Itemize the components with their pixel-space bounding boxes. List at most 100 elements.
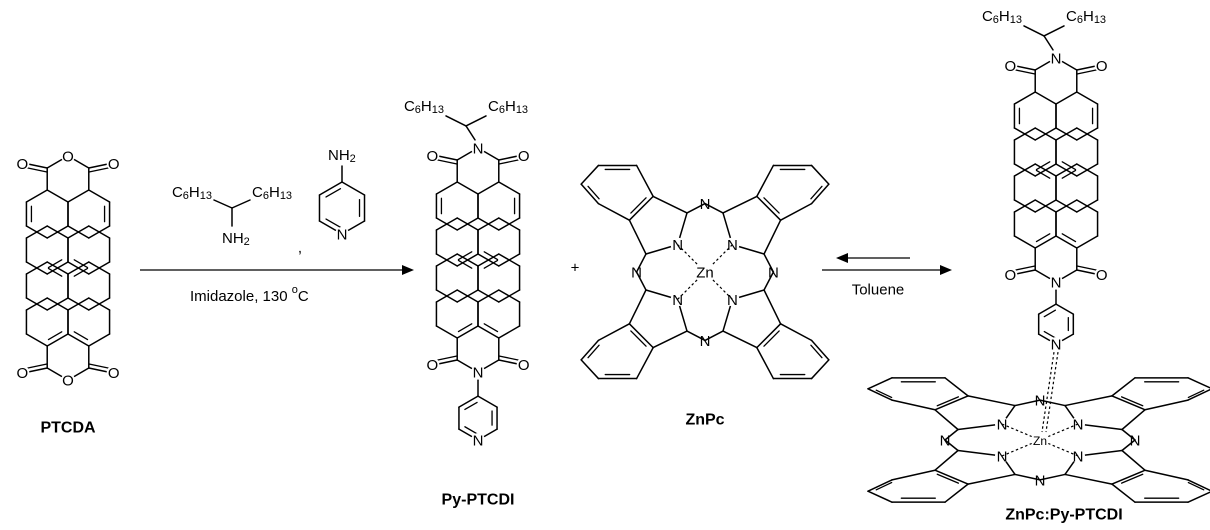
double-bond-line (630, 330, 647, 347)
double-bond-line (1035, 169, 1051, 179)
bond-line (1013, 127, 1036, 141)
double-bond-line (464, 401, 478, 411)
pyptcdi-bottom-oxygen-right: O (518, 357, 530, 374)
pyptcdi-alkyl-right: C6H13 (488, 97, 528, 116)
bond-line (25, 333, 48, 347)
double-bond-line (24, 363, 48, 370)
pyptcdi-bottom-oxygen-left: O (426, 357, 438, 374)
bond-line (435, 253, 458, 267)
znpc-zinc: Zn (696, 265, 714, 282)
bond-line (435, 154, 458, 161)
znpc-inner-nitrogen: N (672, 237, 683, 254)
bond-line (756, 346, 775, 380)
atom-mask (1049, 275, 1063, 290)
atom-mask (1094, 267, 1109, 282)
atom-mask (335, 227, 349, 241)
bond-line (810, 183, 830, 205)
bond-line (1076, 127, 1099, 141)
bond-line (756, 164, 775, 198)
atom-mask (1049, 50, 1063, 65)
atom-mask (61, 373, 75, 388)
bond-line (779, 323, 813, 342)
bond-line (967, 395, 1016, 407)
bond-line (810, 164, 830, 185)
reaction-arrows: Imidazole, 130 oC+Toluene (140, 253, 952, 305)
bond-line (580, 164, 600, 185)
bond-line (810, 359, 830, 380)
atom-mask (516, 357, 531, 372)
bond-line (465, 125, 476, 141)
bond-line (435, 181, 458, 195)
ptcda-bottom-oxygen-left: O (16, 365, 28, 382)
coordination-bond (1039, 423, 1079, 441)
double-bond-line (875, 389, 893, 399)
complex-znpc-meso-nitrogen: N (1035, 393, 1046, 410)
bond-line (686, 202, 706, 214)
bond-line (88, 261, 111, 275)
bond-line (779, 202, 813, 221)
step2-solvent: Toluene (852, 282, 905, 299)
bond-line (1014, 473, 1041, 481)
complex-znpc-inner-nitrogen: N (1073, 417, 1084, 434)
bond-line (934, 469, 969, 485)
bond-line (957, 449, 1003, 457)
bond-line (1076, 199, 1099, 213)
bond-line (967, 473, 1016, 485)
double-bond-line (498, 355, 522, 362)
pyptcdi-alkyl-left: C6H13 (404, 97, 444, 116)
znpc-inner-nitrogen: N (672, 292, 683, 309)
bond-line (704, 330, 724, 342)
pyptcdi-top-oxygen-right: O (518, 148, 530, 165)
bond-line (498, 154, 521, 161)
plus-sign: + (571, 260, 580, 277)
bond-line (477, 289, 500, 303)
double-bond-line (810, 185, 823, 200)
double-bond-line (1043, 330, 1057, 339)
bond-line (756, 195, 782, 221)
double-bond-line (47, 267, 63, 277)
bond-line (231, 199, 251, 209)
znpc-inner-nitrogen: N (727, 292, 738, 309)
bond-line (763, 253, 775, 273)
double-bond-line (1187, 389, 1205, 399)
double-bond-line (936, 396, 960, 407)
bond-line (435, 325, 458, 339)
bond-line (67, 189, 90, 203)
bond-line (763, 271, 775, 291)
bond-line (635, 253, 647, 273)
double-bond-line (1012, 68, 1036, 75)
bond-line (934, 409, 959, 431)
bond-line (67, 297, 90, 311)
bond-line (1111, 469, 1146, 485)
bond-line (957, 423, 1003, 431)
bond-line (580, 339, 600, 361)
bond-line (46, 261, 69, 275)
bond-line (67, 261, 90, 275)
double-bond-line (457, 259, 473, 269)
atom-mask (471, 140, 485, 155)
bond-line (1034, 91, 1057, 105)
bond-line (25, 367, 48, 374)
double-bond-line (483, 251, 499, 261)
bond-line (867, 479, 893, 492)
bond-line (1077, 449, 1123, 457)
step2-arrow-head-forward (940, 265, 952, 275)
bond-line (477, 181, 500, 195)
pyptcdi-top-oxygen-left: O (426, 148, 438, 165)
reagent-pyridine-nitrogen: N (337, 227, 348, 244)
complex-top-oxygen-left: O (1004, 58, 1016, 75)
bond-line (25, 225, 48, 239)
bond-line (891, 469, 936, 481)
double-bond-line (1061, 169, 1077, 179)
double-bond-line (483, 259, 499, 269)
double-bond-line (1035, 161, 1051, 171)
double-bond-line (1120, 473, 1144, 484)
bond-line (1077, 423, 1123, 431)
bond-line (704, 202, 724, 214)
bond-line (1121, 439, 1136, 452)
bond-line (1039, 473, 1066, 481)
